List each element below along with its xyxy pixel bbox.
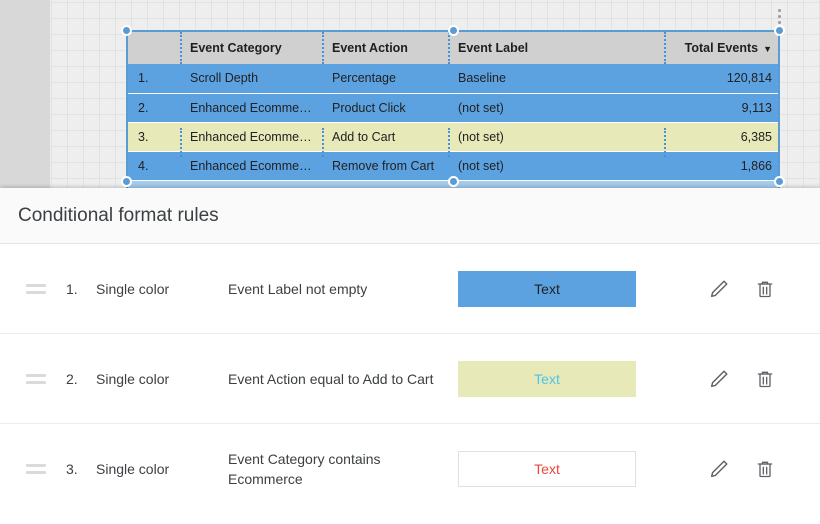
drag-bar: [26, 283, 46, 287]
rule-type: Single color: [96, 370, 170, 387]
rule-condition: Event Action equal to Add to Cart: [228, 370, 434, 387]
kebab-dot: [777, 8, 781, 12]
cell-event-category: Enhanced Ecommerce: [180, 93, 322, 122]
column-header-event-label[interactable]: Event Label: [448, 32, 664, 64]
rule-index: 2.: [66, 370, 78, 387]
rule-type: Single color: [96, 461, 170, 477]
cell-event-action: Product Click: [322, 93, 448, 122]
cell-event-label: (not set): [448, 151, 664, 180]
pencil-icon[interactable]: [696, 359, 742, 399]
resize-handle-top-right[interactable]: [774, 25, 785, 36]
cell-index: 4.: [128, 151, 180, 180]
cell-event-label: (not set): [448, 122, 664, 151]
rule-color-preview[interactable]: Text: [458, 270, 636, 307]
rule-row: 1. Single color Event Label not empty Text: [0, 244, 820, 334]
cell-total-events: 6,385: [664, 122, 778, 151]
column-header-index[interactable]: [128, 32, 180, 64]
panel-header: Conditional format rules: [0, 188, 820, 244]
cell-total-events: 120,814: [664, 64, 778, 93]
trash-icon[interactable]: [742, 359, 788, 399]
column-header-event-action[interactable]: Event Action: [322, 32, 448, 64]
drag-bar: [26, 380, 46, 384]
drag-bar: [26, 471, 46, 474]
rule-type: Single color: [96, 280, 170, 297]
cell-event-action: Quickview Click: [322, 180, 448, 188]
rule-row: 3. Single color Event Category contains Ec…: [0, 424, 820, 514]
trash-icon[interactable]: [742, 269, 788, 309]
cell-event-action: Percentage: [322, 64, 448, 93]
report-table-widget[interactable]: Event Category Event Action Event Label …: [126, 30, 780, 190]
table-header-row: Event Category Event Action Event Label …: [128, 32, 778, 64]
drag-bar: [26, 290, 46, 294]
cell-event-category: Enhanced Ecommerce: [180, 122, 322, 151]
canvas-left-rail: [0, 0, 50, 190]
column-header-event-category[interactable]: Event Category: [180, 32, 322, 64]
cell-event-category: Enhanced Ecommerce: [180, 151, 322, 180]
rule-index: 3.: [66, 461, 78, 477]
cell-total-events: 1,000: [664, 180, 778, 188]
rule-condition: Event Category contains Ecommerce: [228, 451, 381, 487]
kebab-dot: [777, 20, 781, 24]
trash-icon[interactable]: [742, 449, 788, 489]
resize-handle-top-center[interactable]: [448, 25, 459, 36]
cell-index: 2.: [128, 93, 180, 122]
cell-event-action: Remove from Cart: [322, 151, 448, 180]
drag-bar: [26, 464, 46, 467]
resize-handle-bottom-right[interactable]: [774, 176, 785, 187]
resize-handle-bottom-left[interactable]: [121, 176, 132, 187]
rule-row: 2. Single color Event Action equal to Add …: [0, 334, 820, 424]
rule-index: 1.: [66, 280, 78, 297]
cell-event-label: (not set): [448, 93, 664, 122]
cell-index: 5.: [128, 180, 180, 188]
kebab-dot: [777, 14, 781, 18]
table-header: Event Category Event Action Event Label …: [128, 32, 778, 64]
rule-color-preview[interactable]: Text: [458, 360, 636, 397]
cell-index: 1.: [128, 64, 180, 93]
resize-handle-top-left[interactable]: [121, 25, 132, 36]
cell-event-category: Scroll Depth: [180, 64, 322, 93]
cell-total-events: 9,113: [664, 93, 778, 122]
column-header-total-events-label: Total Events: [684, 41, 759, 55]
drag-bar: [26, 373, 46, 377]
rule-condition: Event Label not empty: [228, 280, 368, 297]
drag-handle-icon[interactable]: [26, 283, 52, 294]
drag-handle-icon[interactable]: [26, 464, 52, 474]
cell-event-action: Add to Cart: [322, 122, 448, 151]
report-canvas: Event Category Event Action Event Label …: [0, 0, 820, 190]
resize-handle-bottom-center[interactable]: [448, 176, 459, 187]
pencil-icon[interactable]: [696, 449, 742, 489]
cell-event-category: Enhanced Ecommerce: [180, 180, 322, 188]
column-header-total-events[interactable]: Total Events ▼: [664, 32, 778, 64]
table-row: 5.Enhanced EcommerceQuickview ClickAndro…: [128, 180, 778, 188]
sort-descending-icon[interactable]: ▼: [763, 43, 772, 54]
cell-event-label: Baseline: [448, 64, 664, 93]
report-table: Event Category Event Action Event Label …: [128, 32, 778, 188]
drag-handle-icon[interactable]: [26, 373, 52, 384]
panel-title: Conditional format rules: [18, 204, 219, 226]
more-options-icon[interactable]: [772, 4, 786, 28]
cell-index: 3.: [128, 122, 180, 151]
pencil-icon[interactable]: [696, 269, 742, 309]
rule-color-preview[interactable]: Text: [458, 451, 636, 487]
cell-total-events: 1,866: [664, 151, 778, 180]
cell-event-label: Android Tape Hoodie Black: [448, 180, 664, 188]
